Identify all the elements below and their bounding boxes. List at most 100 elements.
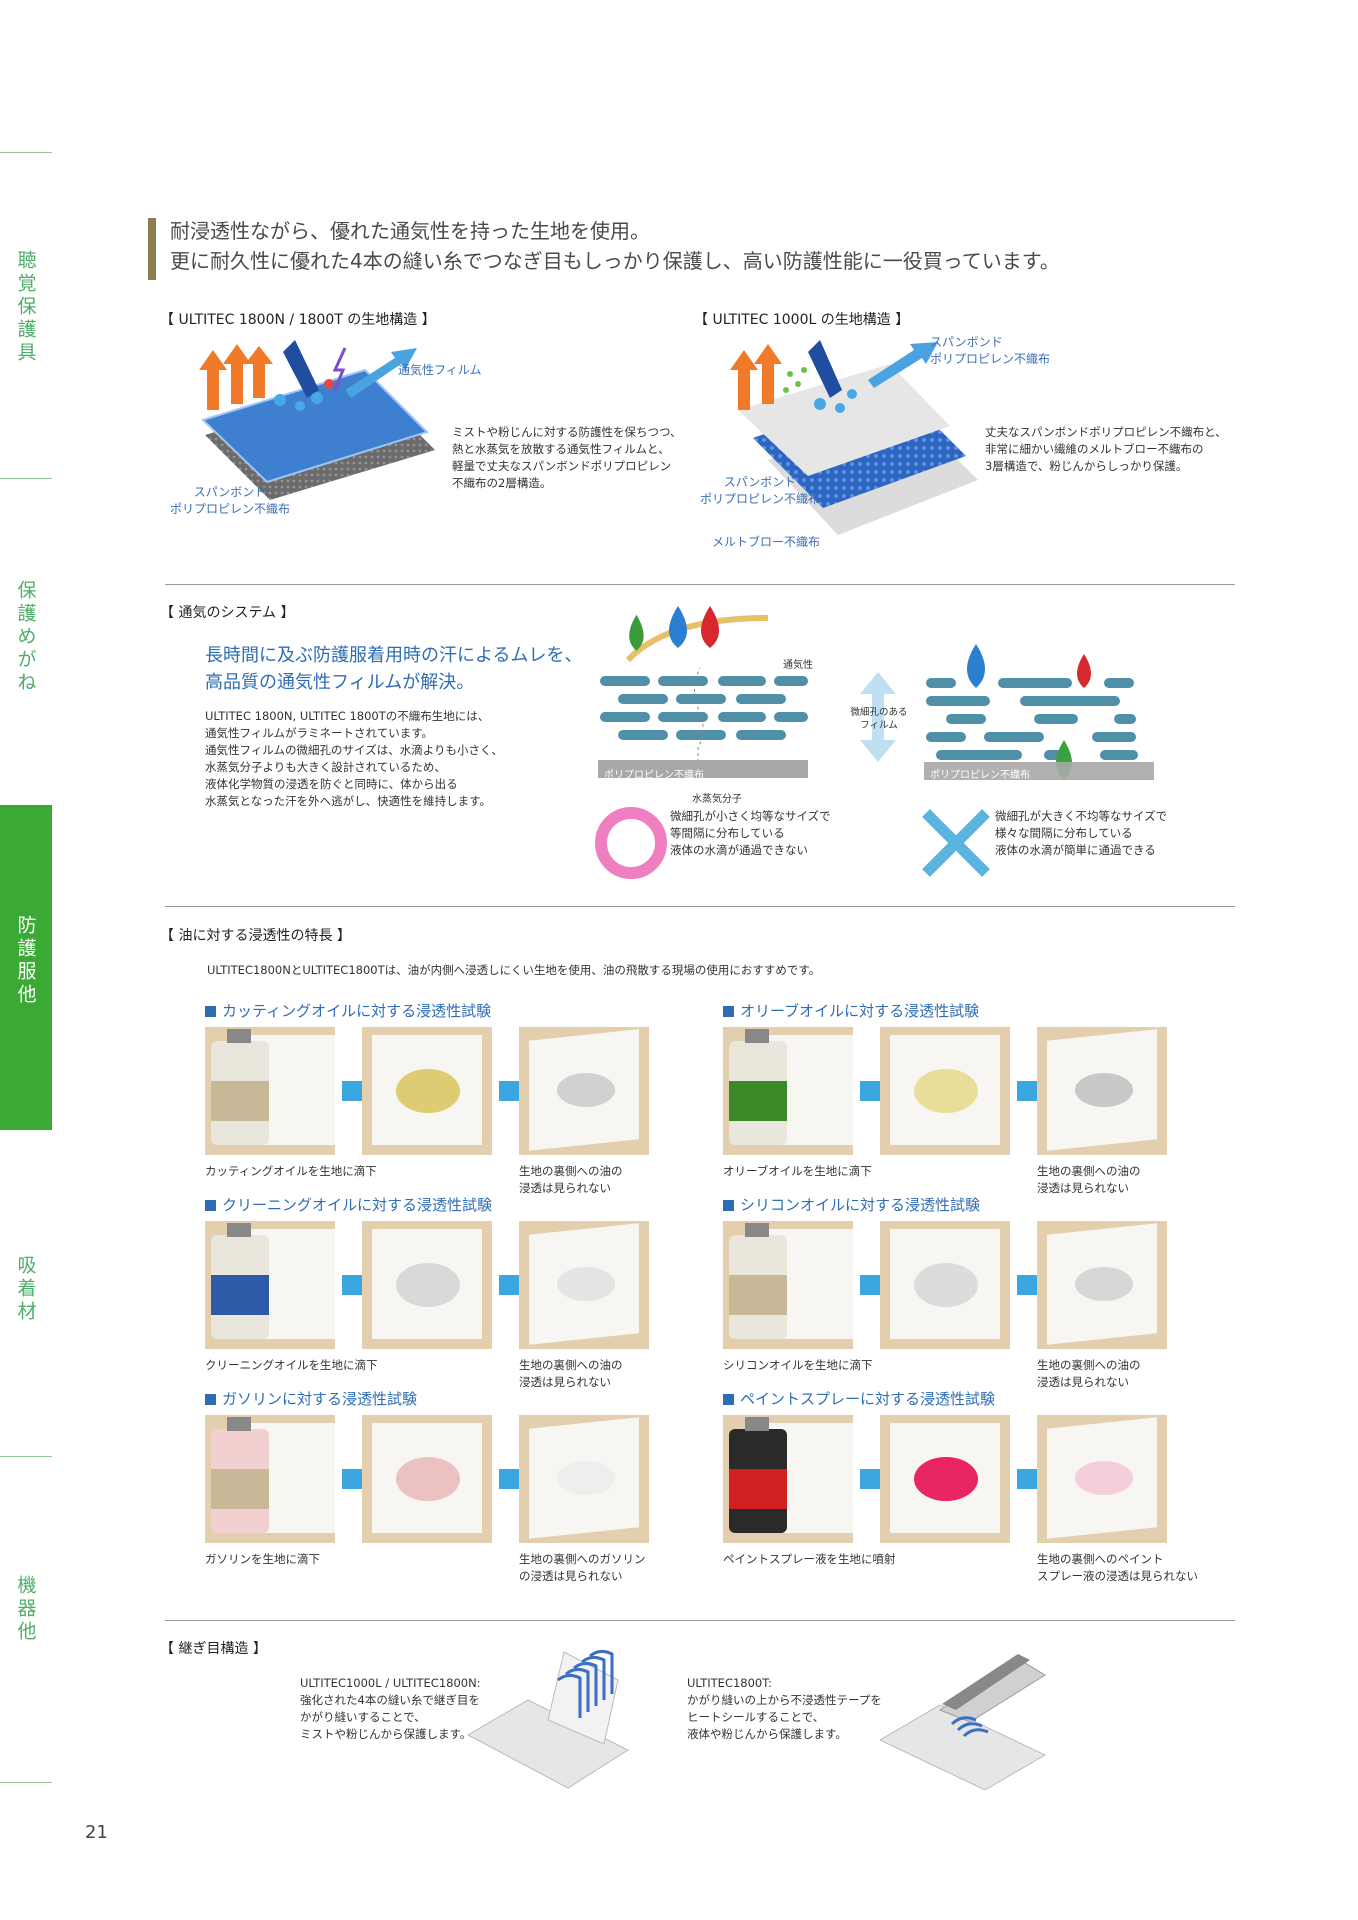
test-photo-pour — [205, 1415, 335, 1543]
caption-right: 生地の裏側への油の 浸透は見られない — [519, 1163, 623, 1197]
bad-film-diagram — [924, 644, 1154, 780]
caption-right: 生地の裏側へのペイント スプレー液の浸透は見られない — [1037, 1551, 1198, 1585]
caption-line: 生地の裏側へのペイント — [1037, 1552, 1164, 1566]
desc-line: ヒートシールすることで、 — [687, 1710, 825, 1724]
test-photo-back — [1037, 1415, 1167, 1543]
back-side-mark — [1075, 1461, 1133, 1495]
film-label: 通気性フィルム — [398, 363, 482, 377]
fabric-diagram-1000l — [730, 340, 978, 535]
test-photo-pour — [723, 1221, 853, 1349]
test-photo-back — [519, 1027, 649, 1155]
test-title-text: ガソリンに対する浸透性試験 — [222, 1390, 418, 1408]
test-photo-back — [1037, 1221, 1167, 1349]
test-title: ペイントスプレーに対する浸透性試験 — [723, 1388, 995, 1409]
spunbond-label-line-2: ポリプロピレン不織布 — [169, 502, 290, 516]
nav-tab-absorbent[interactable]: 吸着材 — [0, 1255, 52, 1355]
test-photo-pour — [205, 1027, 335, 1155]
headline: 耐浸透性ながら、優れた通気性を持った生地を使用。 更に耐久性に優れた4本の縫い糸… — [148, 216, 1248, 280]
test-title-text: オリーブオイルに対する浸透性試験 — [740, 1002, 980, 1020]
headline-line: 長時間に及ぶ防護服着用時の汗によるムレを、 — [205, 645, 583, 666]
desc-line: 様々な間隔に分布している — [995, 826, 1133, 840]
section-divider — [165, 906, 1235, 907]
test-photo-front — [362, 1221, 492, 1349]
caption-right: 生地の裏側への油の 浸透は見られない — [519, 1357, 623, 1391]
square-bullet-icon — [723, 1200, 734, 1211]
label-line: スパンボンド — [930, 335, 1003, 349]
fabric-diagram-1800 — [199, 340, 435, 500]
headline-line: 高品質の通気性フィルムが解決。 — [205, 672, 475, 693]
body-line: 液体化学物質の浸透を防ぐと同時に、体から出る — [205, 777, 458, 791]
spunbond-label: スパンボンドポリプロピレン不織布 — [160, 484, 300, 518]
bad-desc: 微細孔が大きく不均等なサイズで 様々な間隔に分布している 液体の水滴が簡単に通過… — [995, 808, 1215, 859]
caption-left: ペイントスプレー液を生地に噴射 — [723, 1552, 896, 1566]
test-photo-front — [880, 1027, 1010, 1155]
nav-tab-label: 保護めがね — [14, 580, 37, 695]
test-title: シリコンオイルに対する浸透性試験 — [723, 1194, 980, 1215]
test-title-text: シリコンオイルに対する浸透性試験 — [740, 1196, 981, 1214]
bottle-icon — [729, 1029, 787, 1145]
caption-left: ガソリンを生地に滴下 — [205, 1552, 320, 1566]
liquid-stain — [396, 1069, 460, 1113]
nav-tab-hearing[interactable]: 聴覚保護具 — [0, 250, 52, 380]
bottle-icon — [211, 1029, 269, 1145]
caption-line: 浸透は見られない — [519, 1181, 611, 1195]
caption-line: 生地の裏側への油の — [519, 1164, 623, 1178]
back-side-mark — [557, 1267, 615, 1301]
seam-right-desc: ULTITEC1800T: かがり縫いの上から不浸透性テープを ヒートシールする… — [687, 1675, 917, 1743]
film-double-arrow — [860, 672, 896, 762]
caption-left: カッティングオイルを生地に滴下 — [205, 1164, 377, 1178]
headline-line-1: 耐浸透性ながら、優れた通気性を持った生地を使用。 — [170, 219, 650, 243]
nav-tab-equipment[interactable]: 機器他 — [0, 1575, 52, 1675]
label-line: ポリプロピレン不織布 — [699, 492, 820, 506]
nav-tab-protective-clothing[interactable]: 防護服他 — [0, 805, 52, 1130]
label-line: フィルム — [860, 720, 898, 731]
desc-line: ミストや粉じんから保護します。 — [300, 1727, 472, 1741]
taped-seam-diagram — [880, 1654, 1047, 1790]
test-photo-back — [519, 1221, 649, 1349]
test-title-text: クリーニングオイルに対する浸透性試験 — [222, 1196, 493, 1214]
body-line: 水蒸気となった汗を外へ逃がし、快適性を維持します。 — [205, 794, 492, 808]
bottle-icon — [211, 1417, 269, 1533]
test-photo-front — [880, 1415, 1010, 1543]
pp-label-right: ポリプロピレン不織布 — [930, 770, 1030, 781]
nav-tab-glasses[interactable]: 保護めがね — [0, 580, 52, 710]
caption-line: 浸透は見られない — [519, 1375, 611, 1389]
nav-tab-label: 機器他 — [14, 1575, 37, 1644]
spunbond-top-label: スパンボンドポリプロピレン不織布 — [930, 334, 1050, 368]
test-title: クリーニングオイルに対する浸透性試験 — [205, 1194, 492, 1215]
structure-left-desc: ミストや粉じんに対する防護性を保ちつつ、 熱と水蒸気を放散する通気性フィルムと、… — [452, 424, 712, 492]
test-photo-back — [1037, 1027, 1167, 1155]
caption-line: 浸透は見られない — [1037, 1181, 1129, 1195]
structure-right-title: 【 ULTITEC 1000L の生地構造 】 — [694, 312, 910, 328]
caption-line: 浸透は見られない — [1037, 1375, 1129, 1389]
caption-right: 生地の裏側への油の 浸透は見られない — [1037, 1163, 1141, 1197]
desc-line: 液体の水滴が簡単に通過できる — [995, 843, 1156, 857]
good-film-diagram — [598, 606, 808, 778]
nav-divider — [0, 152, 52, 153]
good-desc: 微細孔が小さく均等なサイズで 等間隔に分布している 液体の水滴が通過できない — [670, 808, 870, 859]
meltblown-label: メルトブロー不織布 — [712, 535, 821, 549]
back-side-mark — [1075, 1267, 1133, 1301]
test-title: ガソリンに対する浸透性試験 — [205, 1388, 417, 1409]
liquid-stain — [914, 1069, 978, 1113]
desc-line: ULTITEC1000L / ULTITEC1800N: — [300, 1676, 481, 1690]
liquid-stain — [914, 1457, 978, 1501]
caption-line: 生地の裏側への油の — [1037, 1358, 1141, 1372]
ventilation-headline: 長時間に及ぶ防護服着用時の汗によるムレを、 高品質の通気性フィルムが解決。 — [205, 642, 582, 696]
caption-left: シリコンオイルを生地に滴下 — [723, 1358, 873, 1372]
caption-line: 生地の裏側への油の — [1037, 1164, 1141, 1178]
label-line: 微細孔のある — [850, 707, 908, 718]
label-line: ポリプロピレン不織布 — [930, 352, 1051, 366]
structure-left-title: 【 ULTITEC 1800N / 1800T の生地構造 】 — [160, 312, 436, 328]
desc-line: 等間隔に分布している — [670, 826, 785, 840]
nav-tab-label: 聴覚保護具 — [14, 250, 37, 365]
headline-line-2: 更に耐久性に優れた4本の縫い糸でつなぎ目もしっかり保護し、高い防護性能に一役買っ… — [170, 249, 1060, 273]
caption-line: スプレー液の浸透は見られない — [1037, 1569, 1198, 1583]
test-title: オリーブオイルに対する浸透性試験 — [723, 1000, 979, 1021]
liquid-stain — [396, 1457, 460, 1501]
page-number: 21 — [85, 1822, 108, 1843]
desc-line: 液体の水滴が通過できない — [670, 843, 808, 857]
side-navigation: 聴覚保護具 保護めがね 防護服他 吸着材 機器他 — [0, 0, 52, 1920]
test-photo-pour — [723, 1415, 853, 1543]
liquid-stain — [914, 1263, 978, 1307]
